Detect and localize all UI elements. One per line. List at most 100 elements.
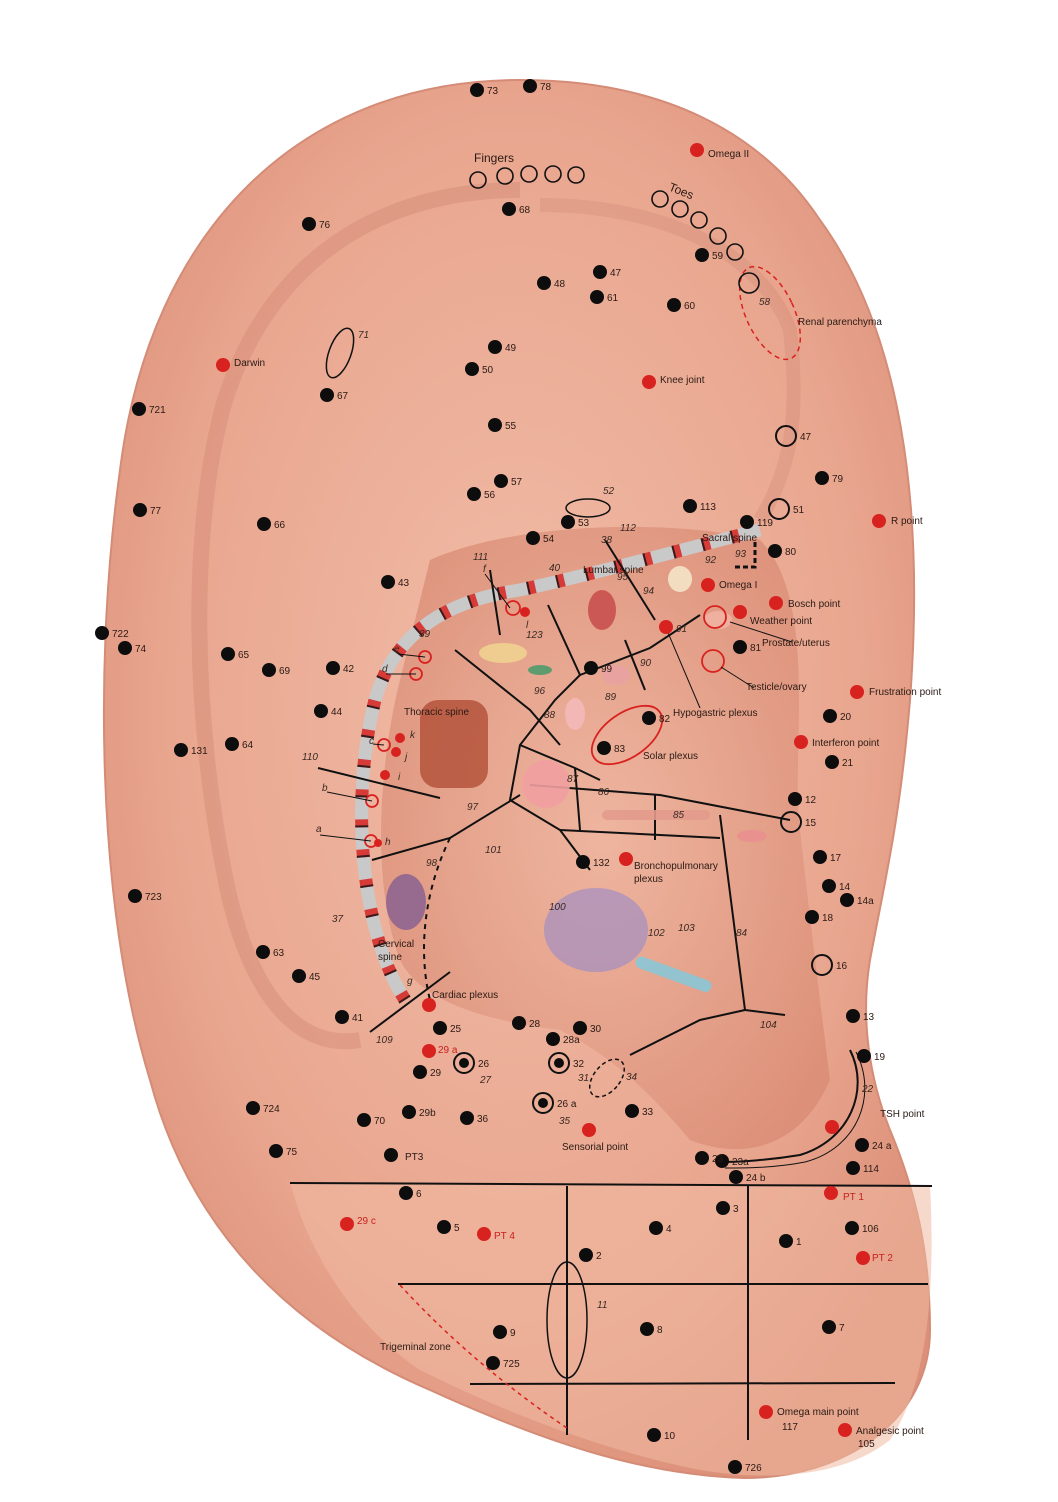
acupoint-dot[interactable] (320, 388, 334, 402)
acupoint-dot[interactable] (381, 575, 395, 589)
acupoint-dot[interactable] (857, 1049, 871, 1063)
ring-point[interactable] (768, 498, 790, 520)
acupoint-dot[interactable] (413, 1065, 427, 1079)
acupoint-dot[interactable] (433, 1021, 447, 1035)
acupoint-dot[interactable] (590, 290, 604, 304)
ring-point[interactable] (775, 425, 797, 447)
acupoint-dot[interactable] (597, 741, 611, 755)
acupoint-dot[interactable] (488, 340, 502, 354)
special-point-dot[interactable] (856, 1251, 870, 1265)
acupoint-dot[interactable] (640, 1322, 654, 1336)
special-point-dot[interactable] (690, 143, 704, 157)
acupoint-dot[interactable] (813, 850, 827, 864)
special-point-dot[interactable] (733, 605, 747, 619)
special-point-dot[interactable] (872, 514, 886, 528)
acupoint-dot[interactable] (256, 945, 270, 959)
special-point-dot[interactable] (642, 375, 656, 389)
acupoint-dot[interactable] (593, 265, 607, 279)
ring-point[interactable] (811, 954, 833, 976)
acupoint-dot[interactable] (846, 1009, 860, 1023)
special-point-dot[interactable] (582, 1123, 596, 1137)
acupoint-dot[interactable] (512, 1016, 526, 1030)
acupoint-dot[interactable] (221, 647, 235, 661)
acupoint-dot[interactable] (174, 743, 188, 757)
ring-point[interactable] (532, 1092, 554, 1114)
acupoint-dot[interactable] (576, 855, 590, 869)
acupoint-dot[interactable] (855, 1138, 869, 1152)
acupoint-dot[interactable] (625, 1104, 639, 1118)
acupoint-dot[interactable] (262, 663, 276, 677)
acupoint-dot[interactable] (402, 1105, 416, 1119)
acupoint-dot[interactable] (561, 515, 575, 529)
acupoint-dot[interactable] (225, 737, 239, 751)
acupoint-dot[interactable] (716, 1201, 730, 1215)
acupoint-dot[interactable] (768, 544, 782, 558)
acupoint-dot[interactable] (695, 248, 709, 262)
acupoint-dot[interactable] (95, 626, 109, 640)
acupoint-dot[interactable] (384, 1148, 398, 1162)
acupoint-dot[interactable] (579, 1248, 593, 1262)
special-point-dot[interactable] (619, 852, 633, 866)
acupoint-dot[interactable] (465, 362, 479, 376)
special-point-dot[interactable] (701, 578, 715, 592)
special-point-dot[interactable] (340, 1217, 354, 1231)
acupoint-dot[interactable] (788, 792, 802, 806)
acupoint-dot[interactable] (488, 418, 502, 432)
acupoint-dot[interactable] (128, 889, 142, 903)
acupoint-dot[interactable] (257, 517, 271, 531)
acupoint-dot[interactable] (246, 1101, 260, 1115)
acupoint-dot[interactable] (292, 969, 306, 983)
acupoint-dot[interactable] (523, 79, 537, 93)
special-point-dot[interactable] (794, 735, 808, 749)
acupoint-dot[interactable] (546, 1032, 560, 1046)
special-point-dot[interactable] (422, 1044, 436, 1058)
ring-point[interactable] (548, 1052, 570, 1074)
acupoint-dot[interactable] (502, 202, 516, 216)
acupoint-dot[interactable] (642, 711, 656, 725)
special-point-dot[interactable] (477, 1227, 491, 1241)
acupoint-dot[interactable] (683, 499, 697, 513)
acupoint-dot[interactable] (335, 1010, 349, 1024)
special-point-dot[interactable] (216, 358, 230, 372)
acupoint-dot[interactable] (647, 1428, 661, 1442)
acupoint-dot[interactable] (437, 1220, 451, 1234)
acupoint-dot[interactable] (269, 1144, 283, 1158)
acupoint-dot[interactable] (805, 910, 819, 924)
special-point-dot[interactable] (838, 1423, 852, 1437)
acupoint-dot[interactable] (494, 474, 508, 488)
acupoint-dot[interactable] (846, 1161, 860, 1175)
special-point-dot[interactable] (422, 998, 436, 1012)
ring-point[interactable] (453, 1052, 475, 1074)
acupoint-dot[interactable] (667, 298, 681, 312)
acupoint-dot[interactable] (132, 402, 146, 416)
acupoint-dot[interactable] (326, 661, 340, 675)
acupoint-dot[interactable] (493, 1325, 507, 1339)
acupoint-dot[interactable] (486, 1356, 500, 1370)
acupoint-dot[interactable] (118, 641, 132, 655)
acupoint-dot[interactable] (526, 531, 540, 545)
special-point-dot[interactable] (850, 685, 864, 699)
acupoint-dot[interactable] (470, 83, 484, 97)
acupoint-dot[interactable] (840, 893, 854, 907)
acupoint-dot[interactable] (399, 1186, 413, 1200)
acupoint-dot[interactable] (460, 1111, 474, 1125)
acupoint-dot[interactable] (822, 1320, 836, 1334)
acupoint-dot[interactable] (695, 1151, 709, 1165)
acupoint-dot[interactable] (823, 709, 837, 723)
acupoint-dot[interactable] (728, 1460, 742, 1474)
acupoint-dot[interactable] (715, 1154, 729, 1168)
special-point-dot[interactable] (659, 620, 673, 634)
acupoint-dot[interactable] (357, 1113, 371, 1127)
ring-point[interactable] (780, 811, 802, 833)
acupoint-dot[interactable] (825, 755, 839, 769)
acupoint-dot[interactable] (649, 1221, 663, 1235)
acupoint-dot[interactable] (815, 471, 829, 485)
acupoint-dot[interactable] (467, 487, 481, 501)
acupoint-dot[interactable] (733, 640, 747, 654)
acupoint-dot[interactable] (302, 217, 316, 231)
acupoint-dot[interactable] (779, 1234, 793, 1248)
acupoint-dot[interactable] (740, 515, 754, 529)
acupoint-dot[interactable] (729, 1170, 743, 1184)
acupoint-dot[interactable] (845, 1221, 859, 1235)
special-point-dot[interactable] (769, 596, 783, 610)
